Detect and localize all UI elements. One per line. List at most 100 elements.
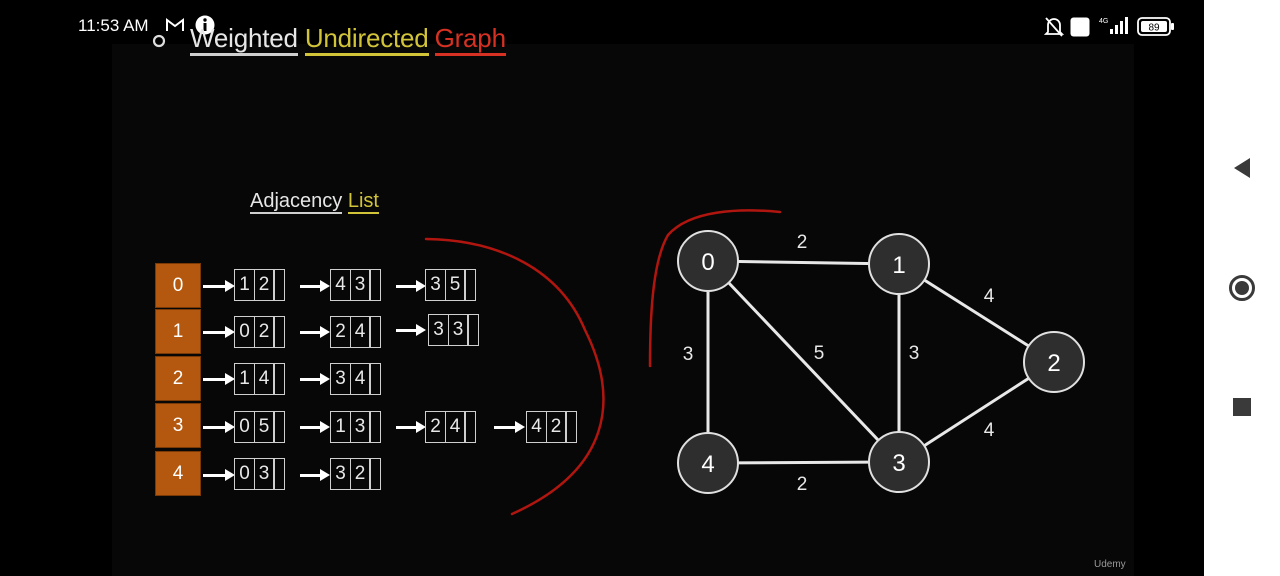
node-weight: 4 xyxy=(444,411,466,443)
recents-button[interactable] xyxy=(1220,385,1264,429)
edge-weight: 3 xyxy=(909,343,920,364)
home-icon xyxy=(1229,275,1255,301)
node-weight: 4 xyxy=(349,363,371,395)
arrow xyxy=(300,469,330,481)
node-vertex: 3 xyxy=(330,458,351,490)
svg-text:89: 89 xyxy=(1148,23,1160,34)
node-weight: 5 xyxy=(444,269,466,301)
node-vertex: 1 xyxy=(234,269,255,301)
mute-bell-icon xyxy=(1043,16,1065,43)
node-pointer xyxy=(273,411,285,443)
gmail-icon xyxy=(165,16,185,39)
home-button[interactable] xyxy=(1220,266,1264,310)
list-node: 2 4 xyxy=(330,316,394,348)
info-icon xyxy=(194,14,216,41)
node-pointer xyxy=(467,314,479,346)
back-icon xyxy=(1234,158,1250,178)
node-pointer xyxy=(273,458,285,490)
udemy-watermark: Udemy xyxy=(1094,559,1126,570)
arrow xyxy=(203,280,235,292)
signal-icon: 4G xyxy=(1096,16,1130,41)
node-weight: 3 xyxy=(349,269,371,301)
node-vertex: 0 xyxy=(234,458,255,490)
battery-icon: 89 xyxy=(1137,17,1175,42)
node-pointer xyxy=(273,363,285,395)
head-cell-2: 2 xyxy=(155,356,201,401)
navigation-bar xyxy=(1204,0,1280,576)
node-pointer xyxy=(369,411,381,443)
node-pointer xyxy=(273,316,285,348)
arrow xyxy=(300,421,330,433)
node-vertex: 4 xyxy=(330,269,351,301)
list-node: 2 4 xyxy=(425,411,489,443)
node-weight: 3 xyxy=(447,314,469,346)
arrow xyxy=(203,373,235,385)
list-node: 3 2 xyxy=(330,458,394,490)
node-weight: 2 xyxy=(349,458,371,490)
node-weight: 4 xyxy=(253,363,275,395)
arrow xyxy=(494,421,525,433)
node-vertex: 1 xyxy=(330,411,351,443)
svg-text:4G: 4G xyxy=(1099,18,1108,25)
list-node: 1 3 xyxy=(330,411,394,443)
list-node: 4 2 xyxy=(526,411,590,443)
red-ink-stroke xyxy=(424,237,605,516)
node-vertex: 3 xyxy=(425,269,446,301)
node-vertex: 0 xyxy=(234,411,255,443)
arrow xyxy=(300,326,330,338)
video-frame[interactable] xyxy=(112,44,1134,576)
list-node: 3 5 xyxy=(425,269,489,301)
list-node: 0 5 xyxy=(234,411,298,443)
edge-weight: 5 xyxy=(814,343,825,364)
graph-diagram: 2 3 5 3 4 4 2 0 1 2 3 4 xyxy=(424,209,1085,516)
node-weight: 3 xyxy=(253,458,275,490)
node-pointer xyxy=(273,269,285,301)
red-ink-stroke xyxy=(648,209,782,368)
edge-0-3 xyxy=(706,259,901,464)
node-vertex: 0 xyxy=(234,316,255,348)
head-cell-0: 0 xyxy=(155,263,201,308)
arrow xyxy=(203,421,235,433)
list-node: 1 2 xyxy=(234,269,298,301)
head-cell-3: 3 xyxy=(155,403,201,448)
node-vertex: 3 xyxy=(330,363,351,395)
volte-icon xyxy=(1070,17,1090,42)
list-node: 0 2 xyxy=(234,316,298,348)
back-button[interactable] xyxy=(1220,146,1264,190)
arrow xyxy=(203,469,235,481)
edge-weight: 2 xyxy=(797,474,808,495)
vertex-label: 1 xyxy=(892,252,905,279)
node-weight: 3 xyxy=(349,411,371,443)
edge-weight: 3 xyxy=(683,344,694,365)
node-weight: 5 xyxy=(253,411,275,443)
node-vertex: 2 xyxy=(330,316,351,348)
edge-weight: 4 xyxy=(984,286,995,307)
vertex-0 xyxy=(677,230,739,292)
head-cell-4: 4 xyxy=(155,451,201,496)
node-pointer xyxy=(369,316,381,348)
node-vertex: 2 xyxy=(425,411,446,443)
status-bar: 11:53 AM 4G 89 xyxy=(0,0,1204,44)
vertex-label: 4 xyxy=(701,451,714,478)
title-word-1: Weighted xyxy=(190,23,298,56)
status-time: 11:53 AM xyxy=(78,16,149,35)
vertex-label: 3 xyxy=(892,450,905,477)
node-weight: 2 xyxy=(253,316,275,348)
vertex-4 xyxy=(677,432,739,494)
vertex-3 xyxy=(868,431,930,493)
head-cell-1: 1 xyxy=(155,309,201,354)
vertex-1 xyxy=(868,233,930,295)
node-pointer xyxy=(369,363,381,395)
subtitle-word-1: Adjacency xyxy=(250,190,343,214)
node-pointer xyxy=(369,269,381,301)
node-pointer xyxy=(565,411,577,443)
list-node: 1 4 xyxy=(234,363,298,395)
list-node: 3 3 xyxy=(428,314,492,346)
edge-weight: 2 xyxy=(797,232,808,253)
node-weight: 2 xyxy=(545,411,567,443)
edge-4-3 xyxy=(707,460,900,465)
node-pointer xyxy=(464,269,476,301)
bullet-icon xyxy=(152,34,166,48)
title-word-2: Undirected xyxy=(304,23,429,56)
